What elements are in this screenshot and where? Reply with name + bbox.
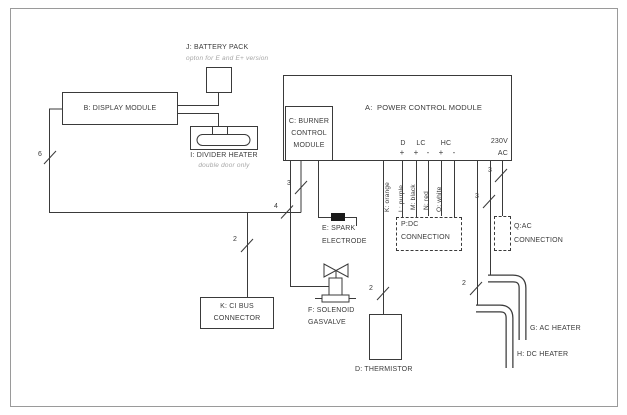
polarity-sign-3: - [426, 148, 430, 157]
divider-heater-label: I: DIVIDER HEATER [190, 152, 258, 159]
polarity-sign-1: + [399, 148, 405, 157]
ac-connection-line2: CONNECTION [514, 237, 564, 244]
slash-burner-link [294, 180, 308, 195]
wire-count-thermistor: 2 [369, 285, 373, 292]
ac-heater-label: G: AC HEATER [530, 325, 581, 332]
power-control-module-box [283, 75, 512, 161]
wire-color-m-label: M: black [409, 184, 417, 210]
wire-display-bus [49, 108, 301, 213]
thermistor-label: D: THERMISTOR [355, 366, 413, 373]
wire-display-to-battery [178, 93, 219, 106]
display-module-label: B: DISPLAY MODULE [83, 104, 157, 112]
slash-ci-bus [240, 238, 254, 253]
dc-connection-line2: CONNECTION [401, 234, 451, 241]
battery-pack-box [206, 67, 232, 93]
power-control-module-label: A: POWER CONTROL MODULE [365, 103, 483, 112]
ac-connection-box [494, 216, 511, 251]
wire-color-k-label: K: orange [383, 182, 391, 212]
ac-connection-line1: Q:AC [514, 223, 532, 230]
dc-connection-line1: P:DC [401, 221, 419, 228]
burner-module-line2: CONTROL [291, 129, 327, 137]
battery-pack-note: opton for E and E+ version [186, 55, 269, 62]
ac-heater-tube-symbol [488, 274, 527, 340]
divider-heater-tube-symbol [196, 134, 251, 146]
dc-heater-tube-symbol [476, 304, 514, 368]
spark-electrode-line1: E: SPARK [322, 225, 356, 232]
polarity-sign-2: + [413, 148, 419, 157]
solenoid-gasvalve-line2: GASVALVE [308, 319, 346, 326]
wire-burner-to-valve [290, 161, 329, 287]
diagram-border [10, 8, 618, 407]
burner-module-line1: C: BURNER [288, 117, 330, 125]
dc-connection-box [396, 217, 462, 251]
wire-count-dc-heater: 2 [462, 280, 466, 287]
wire-color-l-label: L: purple [397, 184, 405, 212]
divider-heater-note: double door only [198, 162, 250, 169]
polarity-sign-4: + [438, 148, 444, 157]
wire-count-burner-link: 3 [287, 180, 291, 187]
wire-burner-to-electrode [318, 161, 357, 226]
terminal-d-label: D [400, 140, 406, 147]
wire-count-display-bus: 6 [38, 151, 42, 158]
burner-control-module-box: C: BURNER CONTROL MODULE [285, 106, 333, 161]
divider-heater-leads [212, 126, 228, 135]
battery-pack-label: J: BATTERY PACK [186, 44, 249, 51]
ci-bus-line2: CONNECTOR [213, 315, 261, 322]
wire-count-ac-heater: 3 [475, 193, 479, 200]
terminal-hc-label: HC [440, 140, 452, 147]
slash-display-bus [43, 150, 57, 165]
dc-heater-label: H: DC HEATER [517, 351, 569, 358]
current-type-label: AC [497, 150, 508, 157]
divider-heater-box [190, 126, 258, 150]
display-module-box: B: DISPLAY MODULE [62, 92, 178, 125]
voltage-label: 230V [490, 138, 508, 145]
spark-electrode-line2: ELECTRODE [322, 238, 367, 245]
slash-bus-junction [280, 205, 294, 219]
wire-color-o-label: O: white [435, 186, 443, 212]
slash-ac-connection [494, 168, 508, 183]
wire-count-bus-junction: 4 [274, 203, 278, 210]
wire-count-ac-connection: 3 [488, 167, 492, 174]
spark-electrode-symbol [331, 213, 345, 221]
wire-count-ci-bus: 2 [233, 236, 237, 243]
thermistor-box [369, 314, 402, 360]
slash-thermistor [376, 286, 390, 301]
wire-display-to-divider [178, 113, 219, 126]
slash-ac-heater [482, 194, 496, 209]
solenoid-valve-symbol [315, 263, 356, 303]
polarity-sign-5: - [452, 148, 456, 157]
burner-module-line3: MODULE [293, 141, 325, 149]
terminal-lc-label: LC [416, 140, 426, 147]
ci-bus-connector-box: K: CI BUS CONNECTOR [200, 297, 274, 329]
slash-dc-heater [469, 281, 483, 296]
wire-color-n-label: N: red [422, 191, 430, 210]
solenoid-gasvalve-line1: F: SOLENOID [308, 307, 355, 314]
ci-bus-line1: K: CI BUS [220, 303, 254, 310]
